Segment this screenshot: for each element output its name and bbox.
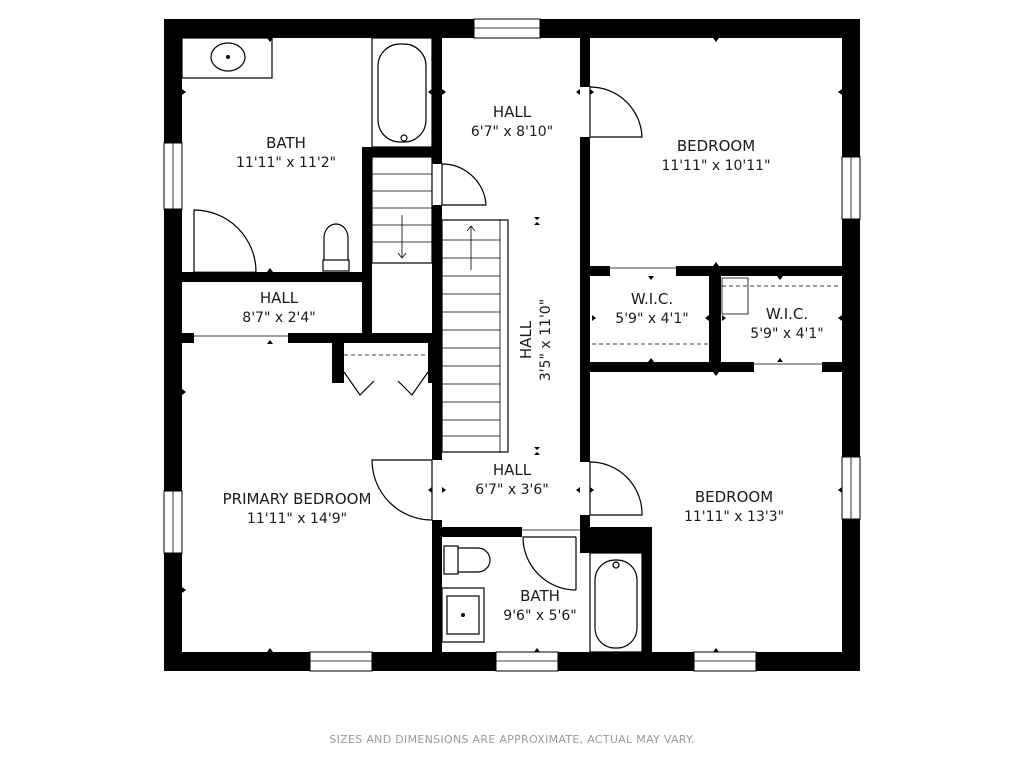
- window: [495, 651, 559, 672]
- disclaimer-text: SIZES AND DIMENSIONS ARE APPROXIMATE, AC…: [329, 733, 695, 746]
- vanity: [181, 37, 273, 79]
- room-name: BEDROOM: [676, 137, 756, 155]
- fixtures: [181, 37, 643, 653]
- sink: [446, 595, 480, 635]
- room-hall-left: HALL 8'7" x 2'4": [242, 288, 315, 328]
- room-wic-right: W.I.C. 5'9" x 4'1": [750, 304, 823, 344]
- interior-walls: [182, 38, 842, 652]
- toilet: [443, 545, 459, 575]
- room-dimensions: 11'11" x 11'2": [235, 155, 337, 171]
- closet-bifold: [343, 277, 840, 396]
- room-dimensions: 11'11" x 10'11": [661, 158, 771, 174]
- room-name: HALL: [492, 461, 532, 479]
- room-hall-top: HALL 6'7" x 8'10": [471, 102, 553, 142]
- window: [693, 651, 757, 672]
- measure-ticks: [182, 38, 842, 652]
- room-name: HALL: [517, 320, 535, 360]
- room-name: PRIMARY BEDROOM: [222, 490, 372, 508]
- vanity: [441, 587, 485, 643]
- room-hall-bottom: HALL 6'7" x 3'6": [475, 460, 548, 500]
- room-dimensions: 11'11" x 14'9": [246, 511, 348, 527]
- room-primary-bedroom: PRIMARY BEDROOM 11'11" x 14'9": [223, 489, 372, 529]
- room-dimensions: 6'7" x 8'10": [470, 124, 554, 140]
- room-name: HALL: [492, 103, 532, 121]
- room-dimensions: 8'7" x 2'4": [242, 310, 316, 326]
- window: [309, 651, 373, 672]
- room-bedroom-upper-right: BEDROOM 11'11" x 10'11": [661, 136, 770, 176]
- room-dimensions: 11'11" x 13'3": [683, 509, 785, 525]
- room-bedroom-lower-right: BEDROOM 11'11" x 13'3": [684, 487, 784, 527]
- room-name: BEDROOM: [694, 488, 774, 506]
- sink: [210, 42, 246, 72]
- room-dimensions: 6'7" x 3'6": [475, 482, 549, 498]
- bathtub: [589, 552, 643, 653]
- room-name: W.I.C.: [630, 290, 674, 308]
- room-dimensions: 5'9" x 4'1": [750, 326, 824, 342]
- stairs: [371, 156, 509, 453]
- room-dimensions: 5'9" x 4'1": [615, 311, 689, 327]
- room-wic-left: W.I.C. 5'9" x 4'1": [615, 289, 688, 329]
- room-name: BATH: [266, 134, 306, 152]
- window: [473, 18, 541, 39]
- room-bath-upper-left: BATH 11'11" x 11'2": [236, 133, 336, 173]
- room-hall-stair: HALL 3'5" x 11'0": [516, 299, 556, 381]
- toilet: [322, 259, 350, 272]
- room-dimensions: 3'5" x 11'0": [538, 298, 554, 382]
- windows: [163, 18, 861, 672]
- room-name: HALL: [259, 289, 299, 307]
- room-bath-lower: BATH 9'6" x 5'6": [503, 586, 576, 626]
- room-name: W.I.C.: [765, 305, 809, 323]
- room-dimensions: 9'6" x 5'6": [503, 608, 577, 624]
- room-name: BATH: [520, 587, 560, 605]
